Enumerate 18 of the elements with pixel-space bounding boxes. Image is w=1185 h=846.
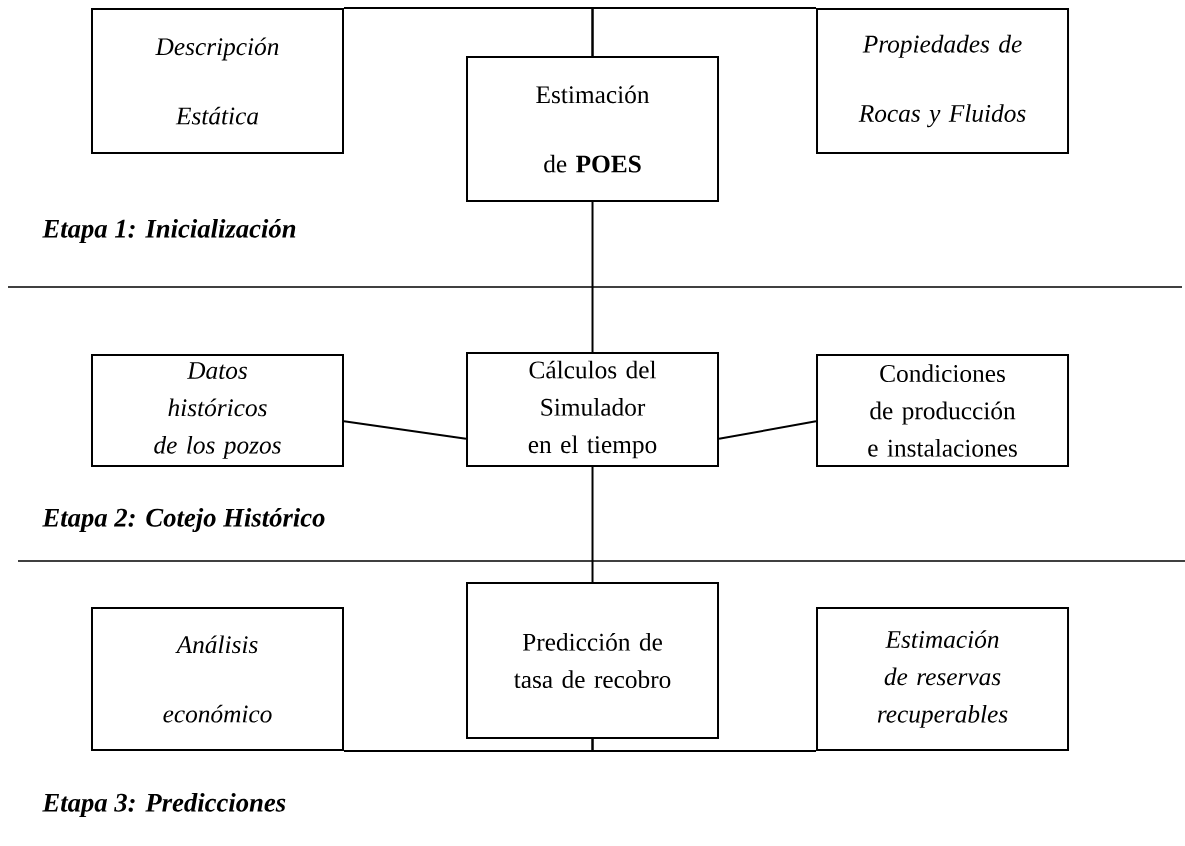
connector-line <box>591 7 817 57</box>
process-box: Estimación de reservas recuperables <box>816 607 1069 751</box>
stage-label: Etapa 2: Cotejo Histórico <box>42 507 325 533</box>
process-box: Estimación de POES <box>466 56 719 202</box>
stage-label: Etapa 1: Inicialización <box>42 218 296 244</box>
process-box: Predicción de tasa de recobro <box>466 582 719 739</box>
connector-line <box>591 201 594 353</box>
process-box: Propiedades de Rocas y Fluidos <box>816 8 1069 154</box>
process-box: Cálculos del Simulador en el tiempo <box>466 352 719 467</box>
connector-line <box>718 420 817 440</box>
stage-label: Etapa 3: Predicciones <box>42 792 286 818</box>
process-box: Descripción Estática <box>91 8 344 154</box>
connector-line <box>591 738 817 752</box>
connector-line <box>343 420 467 440</box>
process-box: Condiciones de producción e instalaciones <box>816 354 1069 467</box>
process-box: Datos históricos de los pozos <box>91 354 344 467</box>
process-box: Análisis económico <box>91 607 344 751</box>
connector-line <box>591 466 594 583</box>
